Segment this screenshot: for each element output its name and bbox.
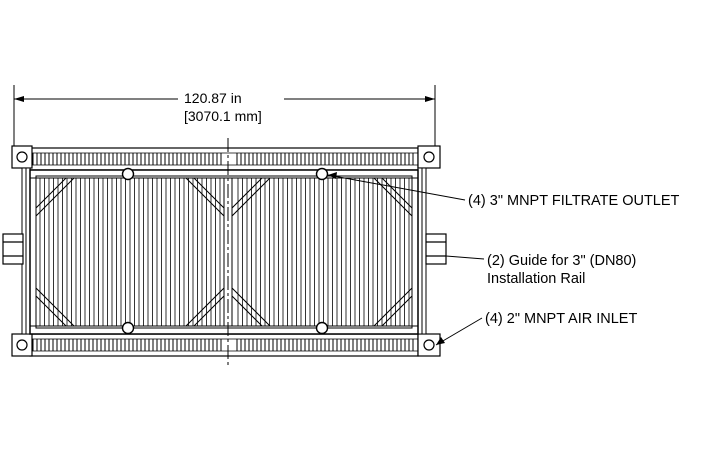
dimension-length-mm: [3070.1 mm] — [184, 108, 262, 124]
callout-guide-line2: Installation Rail — [487, 271, 585, 287]
callout-air-inlet: (4) 2" MNPT AIR INLET — [485, 311, 637, 327]
centre-divider — [223, 138, 233, 366]
dimension-arrow-left — [14, 96, 24, 102]
dimension-arrow-right — [425, 96, 435, 102]
corner-lug-top-left — [11, 145, 33, 169]
callout-guide-line1: (2) Guide for 3" (DN80) — [487, 253, 636, 269]
corner-lug-bottom-right — [417, 333, 441, 357]
leader-filtrate-outlet — [327, 174, 466, 201]
leader-arrow-air — [436, 337, 445, 345]
leader-arrow-filtrate — [328, 172, 337, 179]
leader-air-inlet — [435, 317, 483, 346]
overall-dimension — [13, 85, 436, 150]
top-rail — [29, 147, 419, 171]
bottom-rail — [29, 333, 419, 357]
dimension-length-in: 120.87 in — [184, 90, 242, 106]
guide-right — [425, 233, 447, 265]
air-inlet-port — [315, 321, 329, 335]
air-inlet-port — [121, 321, 135, 335]
filtrate-outlet-port — [121, 167, 135, 181]
guide-left — [2, 233, 24, 265]
callout-filtrate-outlet: (4) 3" MNPT FILTRATE OUTLET — [468, 193, 680, 209]
filtrate-outlet-port — [315, 167, 329, 181]
corner-lug-top-right — [417, 145, 441, 169]
leader-guide — [445, 255, 485, 260]
corner-lug-bottom-left — [11, 333, 33, 357]
